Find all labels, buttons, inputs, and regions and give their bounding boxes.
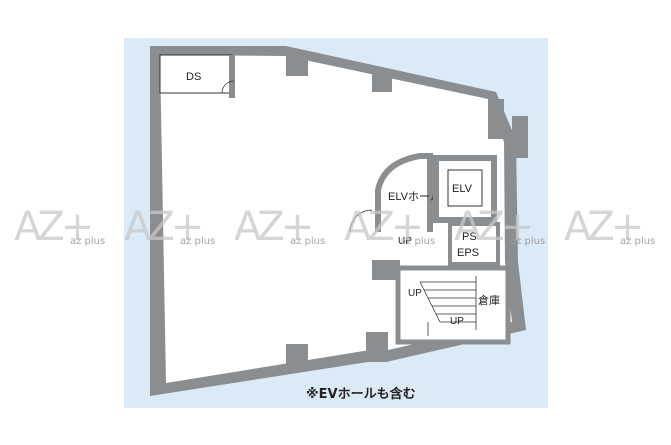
ds-room (159, 54, 233, 94)
pillar-right-2 (512, 116, 528, 158)
watermark-logo: AZ+az plus (234, 204, 325, 250)
note-text: ※EVホールも含む (306, 386, 416, 402)
watermark-sub-text: az plus (620, 236, 655, 247)
watermark-logo: AZ+az plus (14, 204, 105, 250)
watermark-logo: AZ+az plus (564, 204, 655, 250)
storage-label: 倉庫 (478, 293, 500, 307)
elv-hall-label: ELVホール (388, 190, 441, 203)
ds-label: DS (186, 71, 201, 83)
watermark-logo: AZ+az plus (344, 204, 435, 250)
pillar-bottom-1 (286, 344, 308, 368)
watermark-logo: AZ+az plus (454, 204, 545, 250)
stair-core-wall (372, 260, 400, 280)
elv-label: ELV (452, 183, 473, 195)
watermark-sub-text: az plus (70, 236, 105, 247)
pillar-bottom-2 (366, 332, 388, 356)
ps-label: PS (462, 231, 477, 243)
watermark-logo-text: AZ+ (454, 204, 531, 250)
watermark-logo-text: AZ+ (564, 204, 641, 250)
watermark-sub-text: az plus (400, 236, 435, 247)
watermark-logo-text: AZ+ (14, 204, 91, 250)
watermark-logo-text: AZ+ (124, 204, 201, 250)
stair-up-top: UP (398, 236, 412, 247)
pillar-top-1 (286, 56, 308, 76)
watermark-logo-text: AZ+ (344, 204, 421, 250)
elv-hall-door (349, 209, 373, 233)
elv-car (447, 169, 483, 207)
stair-treads (419, 276, 477, 336)
ds-door-swing (221, 80, 235, 94)
watermark-sub-text: az plus (510, 236, 545, 247)
stair-up-bottom: UP (450, 316, 464, 327)
eps-label: EPS (457, 247, 479, 259)
watermark-logo: AZ+az plus (124, 204, 215, 250)
stair-core (395, 265, 511, 345)
watermark-logo-text: AZ+ (234, 204, 311, 250)
pillar-top-2 (372, 74, 392, 92)
watermark-sub-text: az plus (180, 236, 215, 247)
ps-eps-room (448, 222, 500, 266)
watermark-sub-text: az plus (290, 236, 325, 247)
stair-up-mid: UP (408, 288, 422, 299)
pillar-right-1 (488, 99, 504, 139)
elv-hall-wall (375, 153, 433, 232)
